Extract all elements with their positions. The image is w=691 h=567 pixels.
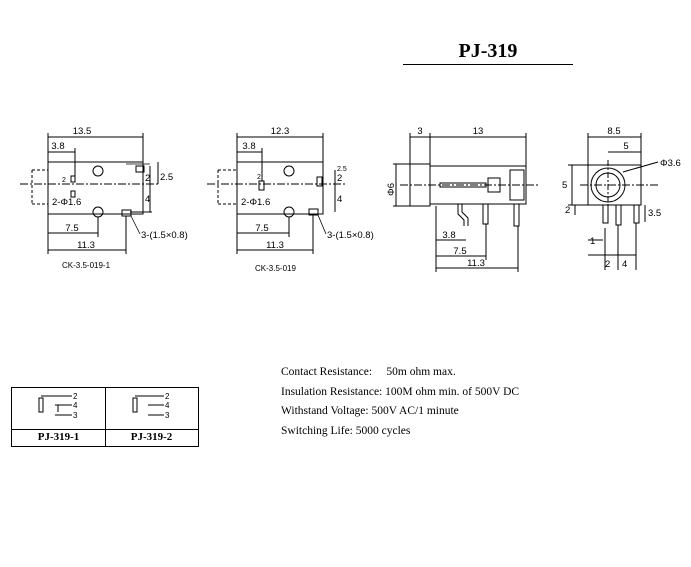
dim-2-5-b: 2.5 [337,166,347,173]
drawing-ck-019: 12.3 3.8 7.5 11.3 2 2.5 4 2 2-Φ1.6 3-(1.… [207,126,374,273]
drawing-code-b: CK-3.5-019 [255,264,296,273]
schematic-pj-319-1: 2 4 3 [38,392,78,420]
pin-note-b: 3-(1.5×0.8) [327,230,374,241]
dim-3-8-a: 3.8 [51,141,64,152]
schematic-pj-319-2: 2 4 3 [132,392,170,420]
dim-dia-3-6-front: Φ3.6 [660,158,681,169]
dim-11-3-side: 11.3 [467,258,485,269]
dim-8-5-front: 8.5 [607,126,620,137]
dim-4-bottom-front: 4 [622,259,627,270]
dim-dia-6-side: Φ6 [386,183,397,196]
pin-label-2-b: 2 [257,174,261,181]
drawing-ck-019-1: 13.5 3.8 7.5 11.3 2 2.5 4 2 2-Φ1.6 3-(1.… [20,126,188,270]
dim-3-side: 3 [417,126,422,137]
dim-2-side-front: 2 [565,205,570,216]
spec-insulation-resistance: Insulation Resistance: 100M ohm min. of … [281,385,520,398]
title-underline [403,64,573,65]
drawing-code-a: CK-3.5-019-1 [62,261,111,270]
dim-2-bottom-front: 2 [605,259,610,270]
dim-2-a: 2 [145,173,150,184]
dim-3-5-front: 3.5 [648,208,661,219]
dim-12-3-b: 12.3 [271,126,290,137]
specifications-list: Contact Resistance: 50m ohm max. Insulat… [281,363,519,441]
dim-4-a: 4 [145,194,150,205]
pin-note-a: 3-(1.5×0.8) [141,230,188,241]
dim-3-8-side: 3.8 [442,230,455,241]
pin-2-label-2: 2 [165,392,170,401]
dim-13-5-a: 13.5 [73,126,92,137]
pin-label-2-a: 2 [62,177,66,184]
dim-hole-a: 2-Φ1.6 [52,197,81,208]
spec-contact-resistance: Contact Resistance: 50m ohm max. [281,366,456,378]
dim-7-5-a: 7.5 [65,223,78,234]
dim-11-3-a: 11.3 [77,240,95,251]
side-view-drawing: 3 13 Φ6 3.8 7.5 11.3 [386,126,540,272]
pin-2-label-1: 2 [73,392,78,401]
pin-3-label-1: 3 [73,411,78,420]
dim-3-8-b: 3.8 [242,141,255,152]
table-divider-horizontal [12,429,198,430]
dim-4-b: 4 [337,194,342,205]
dim-1-front: 1 [590,236,595,247]
dim-7-5-side: 7.5 [453,246,466,257]
spec-switching-life: Switching Life: 5000 cycles [281,424,411,437]
dim-11-3-b: 11.3 [266,240,284,251]
page-title: PJ-319 [458,40,518,62]
table-divider-vertical [105,388,106,446]
table-label-pj-319-2: PJ-319-2 [130,431,173,443]
schematic-table: PJ-319-1 PJ-319-2 [11,387,199,447]
dim-5-side-front: 5 [562,180,567,191]
front-view-drawing: 8.5 5 Φ3.6 5 2 3.5 1 2 4 [562,126,681,270]
dim-7-5-b: 7.5 [255,223,268,234]
pin-3-label-2: 3 [165,411,170,420]
table-label-pj-319-1: PJ-319-1 [37,431,80,443]
dim-hole-b: 2-Φ1.6 [241,197,270,208]
dim-5-top-front: 5 [623,141,628,152]
dim-2-b: 2 [337,173,342,184]
pin-4-label-1: 4 [73,401,78,410]
spec-withstand-voltage: Withstand Voltage: 500V AC/1 minute [281,405,459,417]
dim-13-side: 13 [473,126,484,137]
dim-2-5-a: 2.5 [160,172,173,183]
pin-4-label-2: 4 [165,401,170,410]
